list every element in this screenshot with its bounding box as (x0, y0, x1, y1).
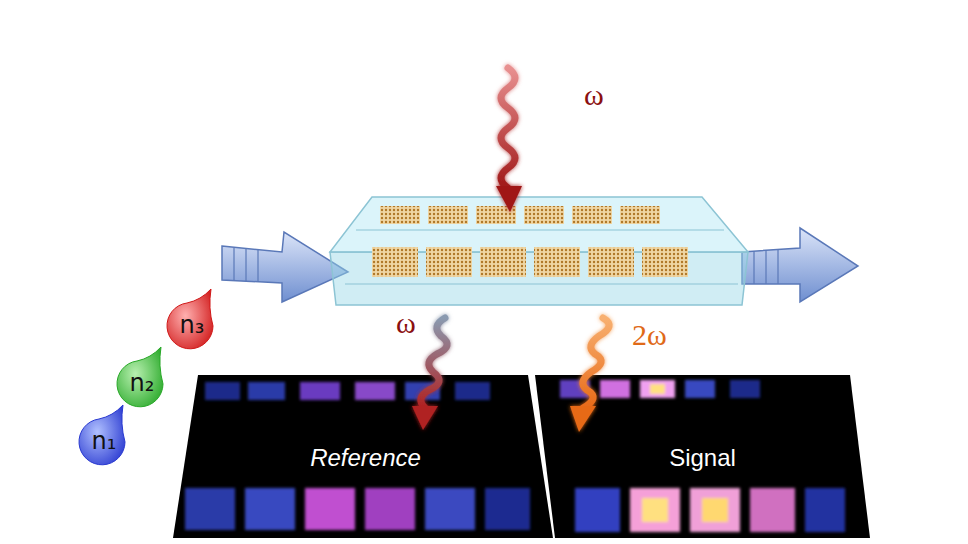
transmitted-wave (412, 318, 447, 430)
harmonic-label: 2ω (632, 318, 667, 352)
second-harmonic-wave (570, 318, 609, 432)
panel-title: Reference (165, 443, 566, 473)
flow-arrow-in (222, 232, 348, 302)
flow-arrow-out (742, 228, 858, 302)
frequency-label: ω (584, 78, 604, 112)
reference-panel: Reference (165, 370, 566, 540)
refractive-index-label: n₁ (70, 426, 138, 456)
droplet-green: n₂ (108, 344, 176, 410)
nanoantenna-arrays (372, 206, 688, 277)
channel-edge-line (182, 431, 528, 434)
panel-title: Signal (522, 443, 883, 473)
refractive-index-label: n₂ (108, 368, 176, 398)
droplet-red: n₃ (158, 286, 226, 352)
frequency-label: ω (396, 306, 416, 340)
incident-wave (496, 68, 522, 212)
droplet-blue: n₁ (70, 402, 138, 468)
microfluidic-chip (330, 197, 748, 305)
signal-image (560, 380, 845, 532)
signal-panel: Signal (522, 370, 883, 540)
refractive-index-label: n₃ (158, 310, 226, 340)
reference-image (185, 382, 530, 530)
